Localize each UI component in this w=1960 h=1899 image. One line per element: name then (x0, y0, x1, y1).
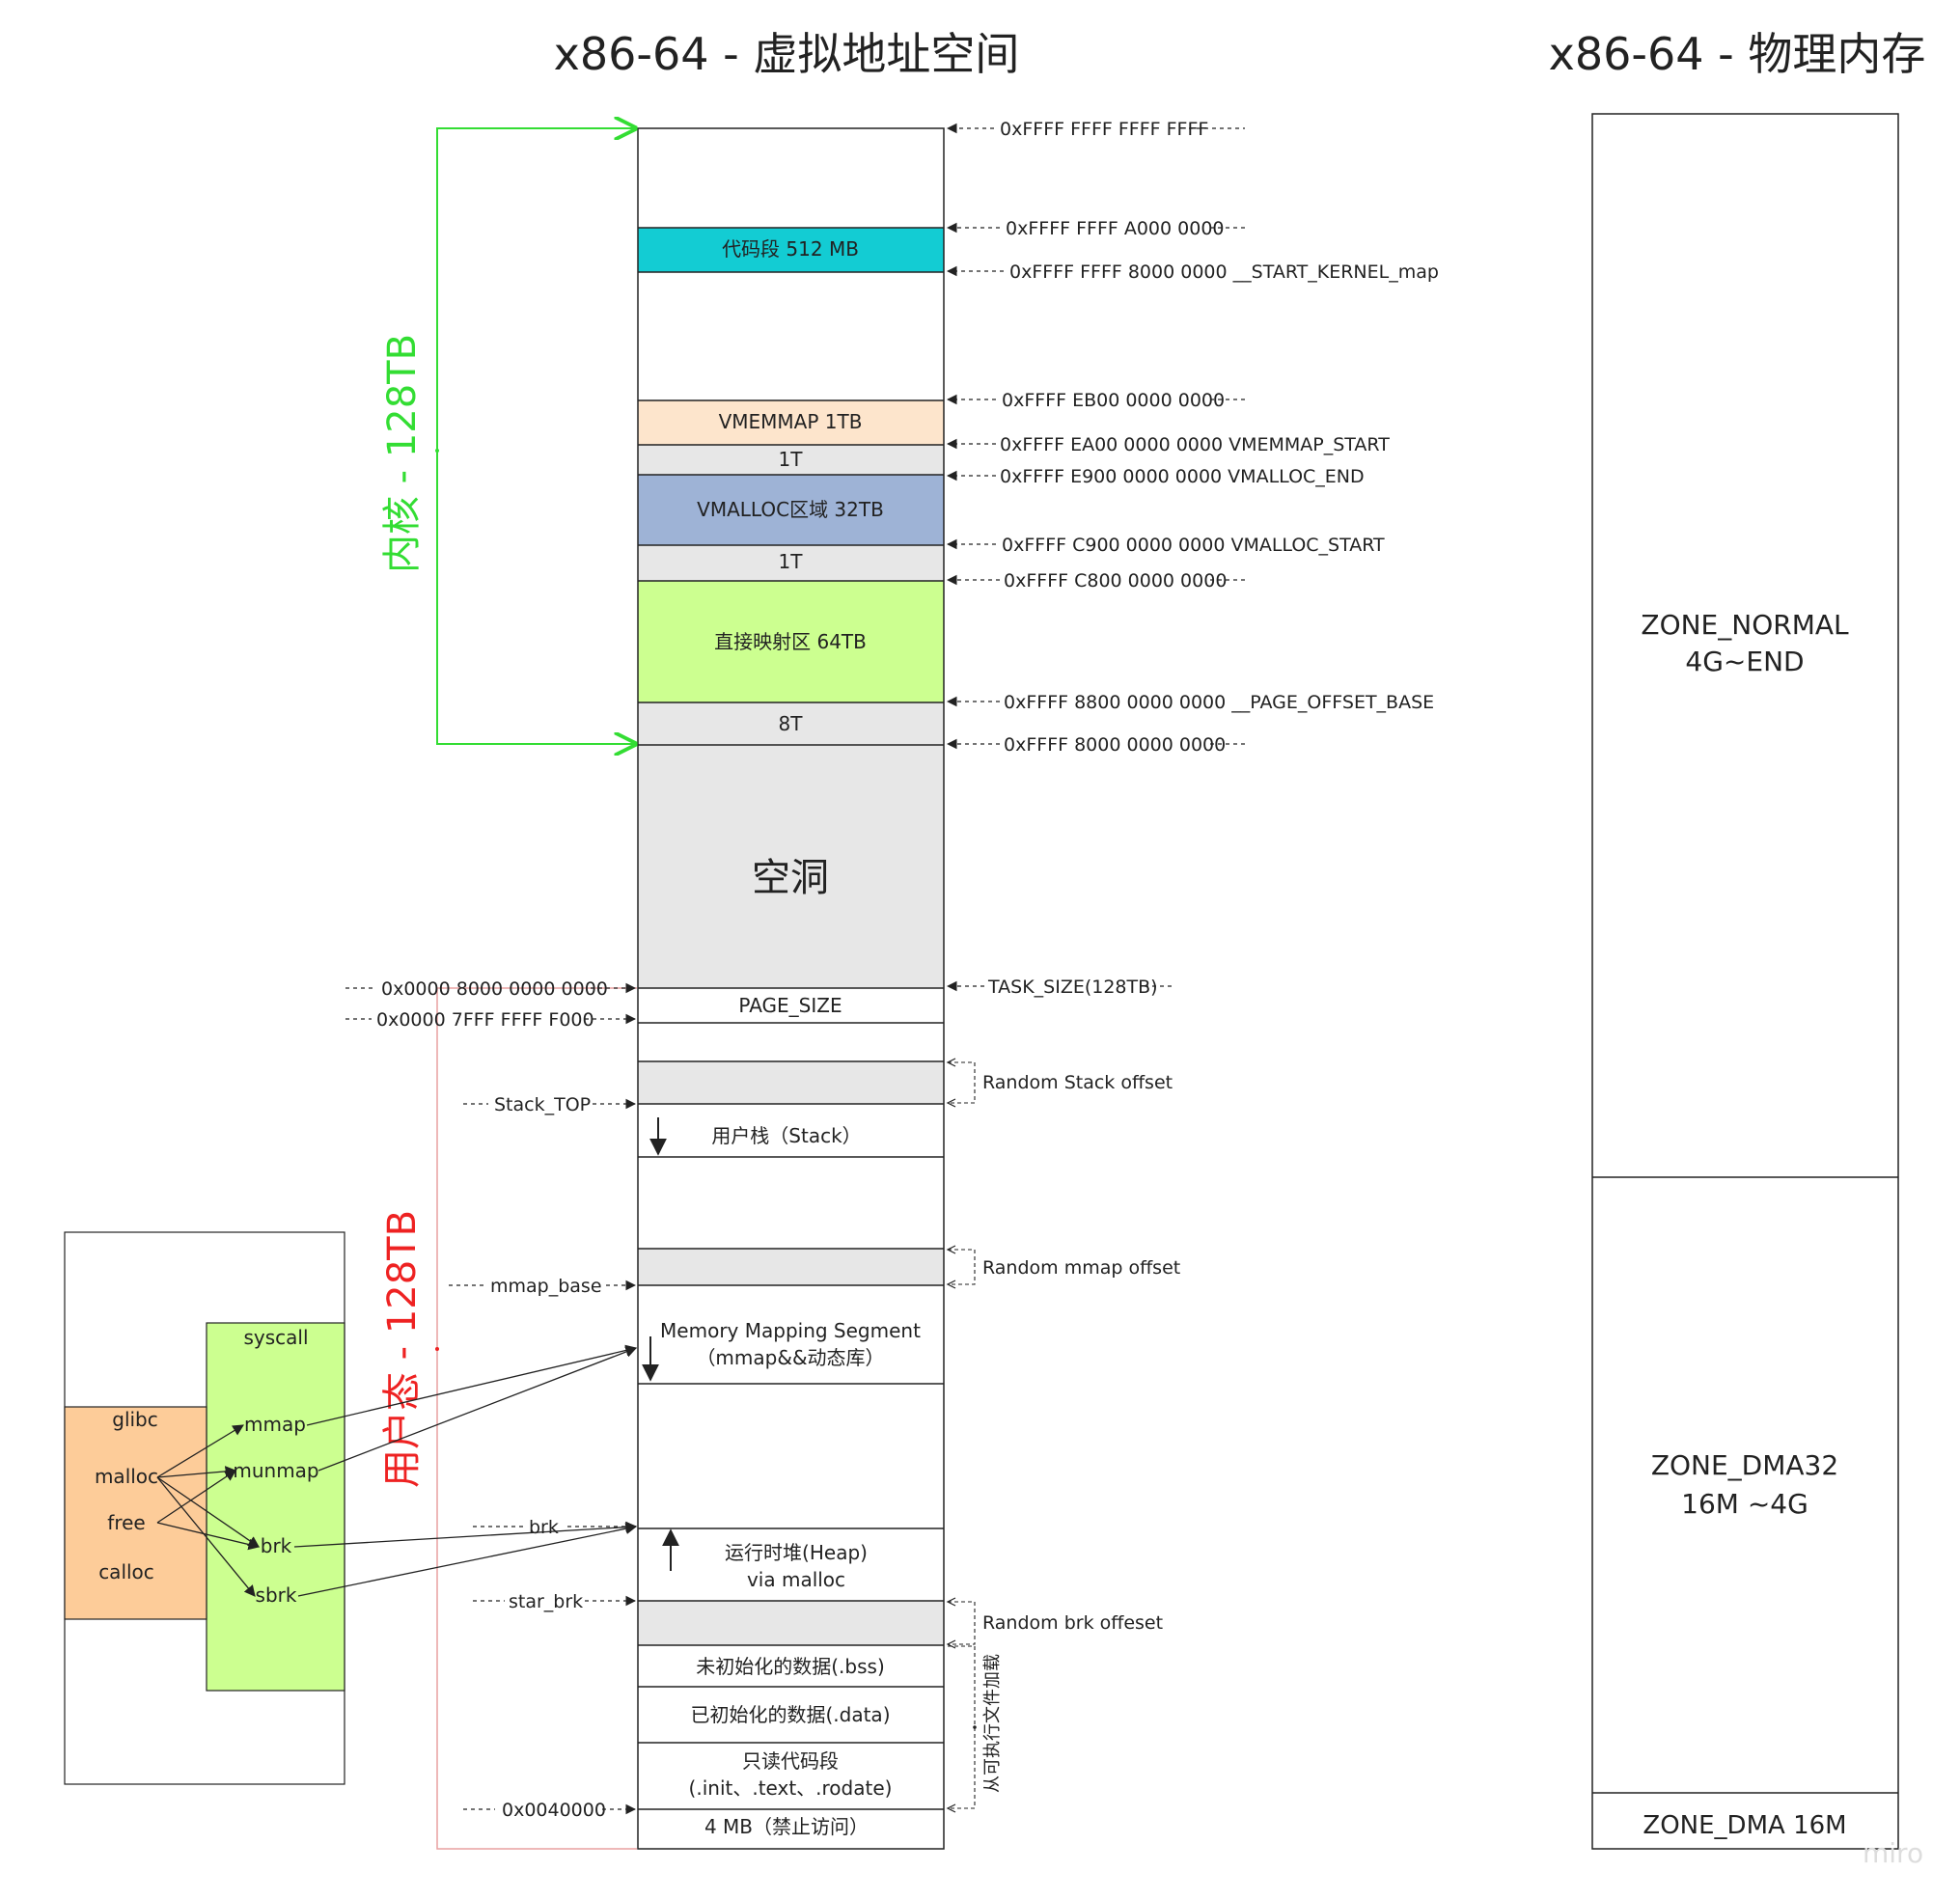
physical-memory-column: ZONE_NORMAL 4G~END ZONE_DMA32 16M ~4G ZO… (1591, 113, 1899, 1850)
malloc-label: malloc (95, 1465, 158, 1488)
vmemmap-label: VMEMMAP 1TB (719, 410, 863, 433)
kernel-bracket: 内核 - 128TB (380, 128, 637, 744)
page-size-label: PAGE_SIZE (738, 994, 842, 1017)
gap-1t-a-fill (638, 445, 944, 475)
random-mmap-offset-label: Random mmap offset (982, 1257, 1180, 1279)
hole-label: 空洞 (752, 856, 829, 900)
random-brk-offset-label: Random brk offeset (982, 1612, 1163, 1634)
zone-dma32-range: 16M ~4G (1681, 1488, 1808, 1520)
random-stack-fill (638, 1061, 944, 1104)
code-segment-label: 代码段 512 MB (722, 237, 859, 261)
zone-dma32-label: ZONE_DMA32 (1651, 1449, 1838, 1481)
rodata-label-2: (.init、.text、.rodate) (689, 1776, 893, 1800)
code-segment-fill (638, 228, 944, 272)
zone-normal-label: ZONE_NORMAL (1641, 609, 1849, 641)
glibc-box (64, 1406, 207, 1620)
data-label: 已初始化的数据(.data) (690, 1703, 890, 1726)
free-label: free (107, 1511, 145, 1534)
right-address-annotations: 0xFFFF FFFF FFFF FFFF 0xFFFF FFFF A000 0… (946, 119, 1439, 1813)
user-side-label: 用户态 - 128TB (380, 1210, 425, 1488)
brk-address-label: brk (529, 1517, 559, 1538)
addr-0000-7fff: 0x0000 7FFF FFFF F000 (376, 1009, 594, 1031)
star-brk-label: star_brk (509, 1591, 583, 1612)
munmap-syscall-label: munmap (233, 1459, 318, 1482)
heap-label-2: via malloc (747, 1568, 845, 1591)
addr-page-offset-base: 0xFFFF 8800 0000 0000 __PAGE_OFFSET_BASE (1004, 692, 1434, 713)
hole-fill (638, 745, 944, 988)
kernel-side-label: 内核 - 128TB (380, 334, 425, 573)
syscall-box (206, 1322, 345, 1692)
addr-ffff-eb00: 0xFFFF EB00 0000 0000 (1002, 390, 1225, 411)
random-brk-fill (638, 1601, 944, 1645)
library-panel: syscall glibc malloc free calloc mmap mu… (64, 1231, 638, 1785)
addr-start-kernel-map: 0xFFFF FFFF 8000 0000 __START_KERNEL_map (1009, 261, 1439, 283)
addr-vmalloc-end: 0xFFFF E900 0000 0000 VMALLOC_END (1000, 466, 1365, 487)
addr-0000-8000: 0x0000 8000 0000 0000 (381, 978, 608, 1000)
bss-label: 未初始化的数据(.bss) (696, 1655, 885, 1678)
heap-label-1: 运行时堆(Heap) (725, 1541, 868, 1564)
left-address-annotations: 0x0000 8000 0000 0000 0x0000 7FFF FFFF F… (345, 978, 637, 1821)
task-size-label: TASK_SIZE(128TB) (987, 977, 1158, 998)
gap-1t-a-label: 1T (779, 448, 804, 471)
rodata-label-1: 只读代码段 (742, 1749, 839, 1773)
gap-8t-label: 8T (779, 712, 804, 735)
user-stack-label: 用户栈（Stack） (711, 1124, 861, 1147)
mmap-segment-label-2: （mmap&&动态库） (696, 1346, 884, 1369)
calloc-label: calloc (98, 1560, 154, 1583)
random-stack-offset-label: Random Stack offset (982, 1072, 1173, 1093)
brk-syscall-label: brk (261, 1534, 292, 1557)
addr-ffff-8000: 0xFFFF 8000 0000 0000 (1004, 734, 1226, 756)
zone-normal-range: 4G~END (1685, 646, 1804, 677)
physical-memory-title: x86-64 - 物理内存 (1549, 28, 1926, 80)
user-bracket: 用户态 - 128TB (380, 987, 637, 1850)
vmemmap-fill (638, 400, 944, 445)
addr-ffff-ffff-ffff-ffff: 0xFFFF FFFF FFFF FFFF (1000, 119, 1208, 140)
gap-1t-b-fill (638, 545, 944, 581)
kernel-bracket-line (436, 127, 637, 745)
addr-vmalloc-start: 0xFFFF C900 0000 0000 VMALLOC_START (1002, 535, 1385, 556)
addr-vmemmap-start: 0xFFFF EA00 0000 0000 VMEMMAP_START (1000, 434, 1390, 455)
base-address-label: 0x0040000 (502, 1800, 606, 1821)
addr-ffff-c800: 0xFFFF C800 0000 0000 (1004, 570, 1227, 592)
gap-1t-b-label: 1T (779, 550, 804, 573)
vmalloc-fill (638, 475, 944, 545)
syscall-label: syscall (243, 1326, 308, 1349)
forbidden-label: 4 MB（禁止访问） (704, 1815, 869, 1838)
user-bracket-line (436, 987, 637, 1850)
exec-load-label: 从可执行文件加载 (982, 1654, 1003, 1793)
glibc-label: glibc (112, 1408, 158, 1431)
virtual-address-title: x86-64 - 虚拟地址空间 (554, 28, 1020, 80)
miro-watermark: miro (1863, 1837, 1923, 1869)
virtual-column-lines (637, 127, 945, 1850)
zone-dma-label: ZONE_DMA 16M (1643, 1811, 1846, 1840)
sbrk-syscall-label: sbrk (256, 1583, 297, 1607)
mmap-syscall-label: mmap (244, 1413, 306, 1436)
direct-map-fill (638, 581, 944, 702)
random-mmap-fill (638, 1249, 944, 1285)
virtual-segment-labels: 代码段 512 MB VMEMMAP 1TB 1T VMALLOC区域 32TB… (660, 237, 921, 1838)
direct-map-label: 直接映射区 64TB (714, 630, 867, 653)
mmap-base-label: mmap_base (490, 1276, 602, 1297)
vmalloc-label: VMALLOC区域 32TB (697, 498, 884, 521)
gap-8t-fill (638, 702, 944, 745)
physical-column-outline (1591, 113, 1899, 1850)
virtual-segment-fills (638, 228, 944, 1645)
addr-ffff-ffff-a000: 0xFFFF FFFF A000 0000 (1006, 218, 1225, 239)
mmap-segment-label-1: Memory Mapping Segment (660, 1319, 921, 1342)
stack-top-label: Stack_TOP (494, 1094, 591, 1115)
